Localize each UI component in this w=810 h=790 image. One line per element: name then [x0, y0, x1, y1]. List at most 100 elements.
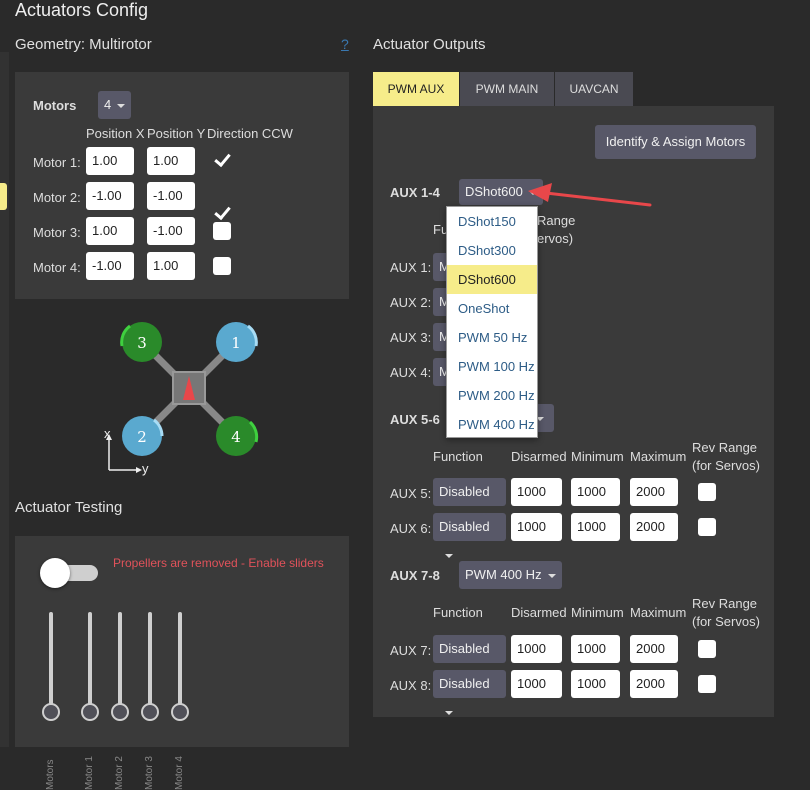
menu-item-pwm-100hz[interactable]: PWM 100 Hz — [458, 359, 535, 374]
menu-item-pwm-400hz[interactable]: PWM 400 Hz — [458, 417, 535, 432]
aux-7-disarmed-input[interactable]: 1000 — [511, 635, 562, 663]
aux-8-disarmed-input[interactable]: 1000 — [511, 670, 562, 698]
slider-track[interactable] — [118, 612, 122, 712]
tab-uavcan[interactable]: UAVCAN — [555, 72, 633, 106]
menu-item-oneshot[interactable]: OneShot — [458, 301, 510, 316]
aux-8-function-dropdown[interactable]: Disabled — [433, 670, 506, 698]
aux-row-label: AUX 6: — [390, 521, 432, 536]
geometry-heading: Geometry: Multirotor — [15, 36, 152, 53]
slider-knob[interactable] — [171, 703, 189, 721]
menu-item-pwm-200hz[interactable]: PWM 200 Hz — [458, 388, 535, 403]
col-rev-range: Rev Range — [692, 596, 758, 611]
aux-5-function-dropdown[interactable]: Disabled — [433, 478, 506, 506]
motors-count-dropdown[interactable]: 4 — [98, 91, 132, 119]
group-aux-7-8-label: AUX 7-8 — [390, 568, 440, 583]
slider-knob[interactable] — [111, 703, 129, 721]
col-position-y: Position Y — [147, 126, 206, 141]
menu-item-dshot600[interactable]: DShot600 — [447, 265, 537, 294]
aux-5-minimum-input[interactable]: 1000 — [571, 478, 620, 506]
aux-7-function-dropdown[interactable]: Disabled — [433, 635, 506, 663]
heading-arrow-icon — [183, 376, 195, 400]
aux-8-rev-range-checkbox[interactable] — [698, 675, 716, 693]
col-for-servos: (for Servos) — [692, 458, 760, 473]
aux-5-rev-range-checkbox[interactable] — [698, 483, 716, 501]
identify-assign-motors-button[interactable]: Identify & Assign Motors — [595, 125, 756, 159]
motor-1-ccw-checkbox[interactable] — [213, 151, 231, 169]
motor-2-position-y[interactable]: -1.00 — [147, 182, 195, 210]
aux-8-minimum-input[interactable]: 1000 — [571, 670, 620, 698]
axis-y-label: y — [142, 461, 149, 476]
aux-row-label: AUX 7: — [390, 643, 432, 658]
motor-4-circle — [216, 416, 256, 456]
col-for-servos-partial: ervos) — [537, 231, 574, 246]
aux-5-disarmed-input[interactable]: 1000 — [511, 478, 562, 506]
motor-1-position-x[interactable]: 1.00 — [86, 147, 134, 175]
slider-track[interactable] — [88, 612, 92, 712]
slider-track[interactable] — [49, 612, 53, 712]
motor-1-position-y[interactable]: 1.00 — [147, 147, 195, 175]
col-maximum: Maximum — [630, 449, 687, 464]
motor-row-label: Motor 3: — [33, 225, 81, 240]
menu-item-dshot300[interactable]: DShot300 — [458, 243, 516, 258]
propellers-warning: Propellers are removed - Enable sliders — [113, 556, 324, 570]
slider-knob[interactable] — [141, 703, 159, 721]
rotation-arrow-icon — [248, 420, 259, 443]
sidebar-active-marker[interactable] — [0, 183, 7, 210]
motor-row-label: Motor 1: — [33, 155, 81, 170]
aux-7-minimum-input[interactable]: 1000 — [571, 635, 620, 663]
aux-6-rev-range-checkbox[interactable] — [698, 518, 716, 536]
testing-heading: Actuator Testing — [15, 499, 123, 516]
aux-7-rev-range-checkbox[interactable] — [698, 640, 716, 658]
aux-7-maximum-input[interactable]: 2000 — [630, 635, 678, 663]
menu-item-pwm-50hz[interactable]: PWM 50 Hz — [458, 330, 528, 345]
col-function: Function — [433, 449, 483, 464]
col-rev-range-partial: Range — [537, 213, 576, 228]
motor-3-ccw-checkbox[interactable] — [213, 222, 231, 240]
outputs-panel — [373, 106, 774, 717]
help-link[interactable]: ? — [341, 36, 349, 52]
slider-track[interactable] — [178, 612, 182, 712]
rotation-arrow-icon — [153, 418, 164, 437]
motor-4-position-y[interactable]: 1.00 — [147, 252, 195, 280]
slider-label: Motors — [45, 759, 56, 790]
sidebar-strip — [0, 52, 9, 747]
col-position-x: Position X — [86, 126, 145, 141]
motor-3-number: 3 — [137, 334, 147, 352]
col-function: Function — [433, 605, 483, 620]
motor-row-label: Motor 2: — [33, 190, 81, 205]
aux-6-disarmed-input[interactable]: 1000 — [511, 513, 562, 541]
motor-2-position-x[interactable]: -1.00 — [86, 182, 134, 210]
slider-track[interactable] — [148, 612, 152, 712]
rotation-arrow-icon — [247, 324, 258, 347]
aux-row-label: AUX 5: — [390, 486, 432, 501]
aux-row-label: AUX 4: — [390, 365, 432, 380]
aux-6-maximum-input[interactable]: 2000 — [630, 513, 678, 541]
aux-7-8-protocol-dropdown[interactable]: PWM 400 Hz — [459, 561, 562, 589]
slider-knob[interactable] — [81, 703, 99, 721]
page-title: Actuators Config — [15, 0, 149, 20]
aux-8-maximum-input[interactable]: 2000 — [630, 670, 678, 698]
motor-4-position-x[interactable]: -1.00 — [86, 252, 134, 280]
aux-row-label: AUX 8: — [390, 678, 432, 693]
aux-5-maximum-input[interactable]: 2000 — [630, 478, 678, 506]
aux-6-function-dropdown[interactable]: Disabled — [433, 513, 506, 541]
group-aux-5-6-label: AUX 5-6 — [390, 412, 440, 427]
motor-2-ccw-checkbox[interactable] — [213, 204, 231, 222]
motor-3-position-y[interactable]: -1.00 — [147, 217, 195, 245]
aux-row-label: AUX 3: — [390, 330, 432, 345]
tab-pwm-main[interactable]: PWM MAIN — [460, 72, 554, 106]
tab-pwm-aux[interactable]: PWM AUX — [373, 72, 459, 106]
aux-1-4-protocol-dropdown[interactable]: DShot600 — [459, 179, 543, 205]
col-minimum: Minimum — [571, 449, 624, 464]
aux-6-minimum-input[interactable]: 1000 — [571, 513, 620, 541]
menu-item-dshot150[interactable]: DShot150 — [458, 214, 516, 229]
slider-knob[interactable] — [42, 703, 60, 721]
motor-1-number: 1 — [231, 334, 241, 352]
slider-label: Motor 3 — [144, 756, 155, 790]
toggle-knob[interactable] — [40, 558, 70, 588]
motor-3-position-x[interactable]: 1.00 — [86, 217, 134, 245]
col-disarmed: Disarmed — [511, 449, 567, 464]
motor-4-ccw-checkbox[interactable] — [213, 257, 231, 275]
aux-row-label: AUX 2: — [390, 295, 432, 310]
motor-4-number: 4 — [231, 428, 241, 446]
